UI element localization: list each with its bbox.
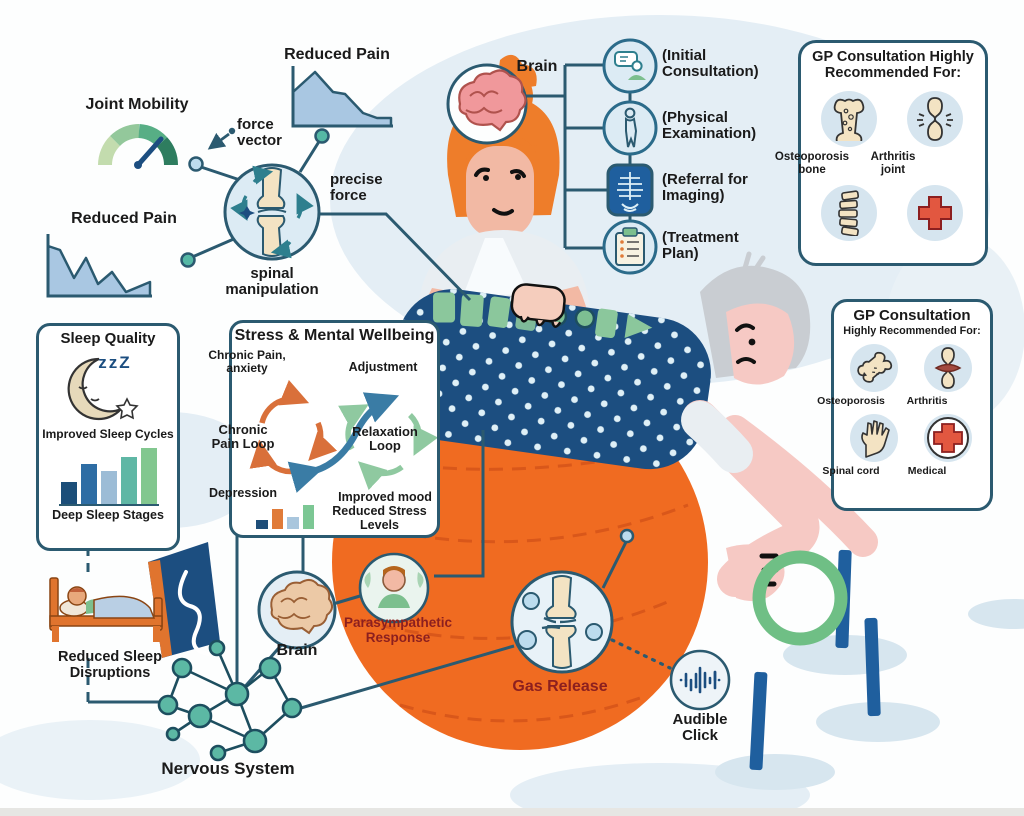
consultation-step-label: (Treatment Plan) [662,229,739,263]
parasympathetic-circle [358,552,430,624]
force-vector-label: force vector [237,116,283,150]
spinal-manipulation-label: spinal manipulation [225,265,319,299]
consultation-steps-icons [602,38,658,275]
joint-mobility-label: Joint Mobility [85,96,189,113]
reduced-pain-left-label: Reduced Pain [71,210,177,227]
reduced-pain-chart-top [291,66,393,128]
connector-lines [86,63,672,712]
hand-icon [850,414,898,462]
gas-release-circle [510,570,614,674]
force-vector-arrow [207,127,236,150]
nervous-system-label: Nervous System [161,759,295,778]
clipboard-icon [615,227,645,266]
reduced-pain-chart-left [46,234,152,298]
adjustment-label: Adjustment [348,360,418,374]
relaxation-loop-label: Relaxation Loop [352,424,418,454]
chronic-pain-anxiety-label: Chronic Pain, anxiety [208,348,286,376]
patient-figure [391,251,878,597]
depression-label: Depression [208,486,278,500]
audible-click-label: Audible Click [672,711,728,745]
gp-right-label-3: Spinal cord [822,465,880,477]
improved-mood-label: Improved mood [338,490,432,504]
xray-icon [606,163,654,217]
line-nodes [180,128,635,544]
bed-icon [49,577,163,642]
consultation-step-label: (Referral for Imaging) [662,171,748,205]
parasympathetic-label: Parasympathetic Response [343,615,453,645]
brain-circle-bottom [257,570,337,650]
joint-mobility-gauge [98,124,178,169]
moon-icon [67,357,139,421]
reduced-stress-label: Reduced Stress Levels [332,504,427,532]
sleep-box-mid-label: Improved Sleep Cycles [42,427,174,441]
practitioner-hand [510,283,566,328]
gp-right-label-2: Arthritis [906,395,948,407]
spine-icon [821,185,877,241]
consultation-step-label: (Initial Consultation) [662,47,759,81]
bar-baseline [59,504,159,506]
chat-person-icon [614,51,646,80]
zzz-label: zzZ [98,353,132,372]
sleep-box-bottom-label: Deep Sleep Stages [52,508,164,522]
gp-top-label-2: Arthritis joint [870,151,916,176]
stress-box-title: Stress & Mental Wellbeing [234,327,435,344]
gp-right-title: GP Consultation [853,307,971,324]
gp-consultation-box-right: GP Consultation Highly Recommended For: … [817,299,993,511]
stress-wellbeing-box: Stress & Mental Wellbeing Chronic Pain, … [208,320,440,538]
reduced-pain-top-label: Reduced Pain [284,46,390,63]
reduced-sleep-label: Reduced Sleep Disruptions [58,649,162,681]
brain-bottom-label: Brain [276,642,318,659]
arthritis-joint-icon [907,91,963,147]
audible-click-circle [669,649,731,711]
consultation-step-label: (Physical Examination) [662,109,757,143]
bottom-border [0,808,1024,816]
chronic-pain-loop-label: Chronic Pain Loop [211,422,275,452]
gp-right-label-1: Osteoporosis [817,395,885,407]
loop-arrows [249,379,437,493]
standing-person-icon [624,107,638,148]
sleep-quality-box: Sleep Quality zzZ Improved Sleep Cycles … [36,323,180,551]
gp-right-label-4: Medical [907,465,947,477]
medical-cross-circle-icon [924,414,972,462]
deep-sleep-bar-chart [61,446,157,504]
gp-top-label-1: Osteoporosis bone [774,151,850,176]
hand-with-ring [726,544,848,646]
brain-top-label: Brain [516,58,558,75]
gp-consultation-box-top: GP Consultation Highly Recommended For: … [775,40,988,266]
bone-icon [850,344,898,392]
ring-toss [715,544,1024,790]
brain-circle-top [446,63,528,145]
gp-right-subtitle: Highly Recommended For: [843,325,981,337]
spinal-manipulation-circle [223,163,321,261]
sleep-box-title: Sleep Quality [60,330,156,347]
stress-bar-chart [256,505,314,529]
inflamed-joint-icon [924,344,972,392]
medical-cross-icon [907,185,963,241]
gp-top-title: GP Consultation Highly Recommended For: [812,49,974,81]
gas-release-label: Gas Release [512,678,608,695]
precise-force-label: precise force [330,171,383,205]
nervous-system-network [157,639,303,762]
porous-bone-icon [821,91,877,147]
